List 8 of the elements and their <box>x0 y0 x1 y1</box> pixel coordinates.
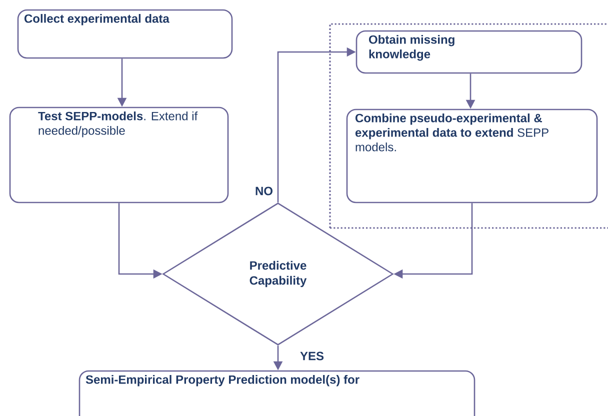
edge-label: YES <box>299 350 325 362</box>
process-box: Obtain missing knowledge <box>356 30 582 74</box>
process-box: Semi-Empirical Property Prediction model(s) for <box>78 370 476 416</box>
process-box: Combine pseudo-experimental & experimental data to extend SEPP models. <box>346 108 598 204</box>
process-box: Test SEPP-models. Extend if needed/possible <box>9 106 229 204</box>
edge-label: NO <box>254 186 274 196</box>
process-box: Collect experimental data <box>17 9 233 59</box>
dotted-group-box <box>329 23 608 229</box>
